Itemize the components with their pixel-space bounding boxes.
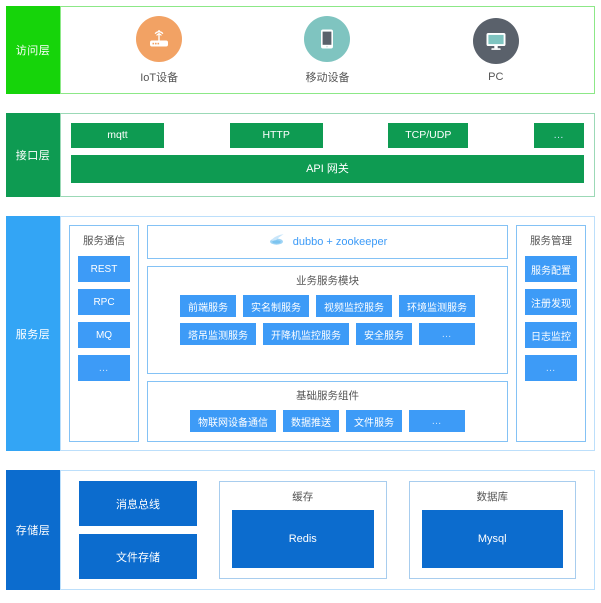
- service-communication-panel: 服务通信 REST RPC MQ …: [69, 225, 139, 442]
- service-layer-body: 服务通信 REST RPC MQ … dubbo + zookee: [60, 216, 595, 451]
- mobile-phone-icon: [304, 15, 351, 62]
- business-row-1: 前端服务 实名制服务 视频监控服务 环境监测服务: [156, 295, 499, 317]
- access-layer-label: 访问层: [6, 6, 60, 94]
- router-icon: [136, 15, 183, 62]
- storage-file-storage[interactable]: 文件存储: [79, 534, 197, 579]
- device-pc[interactable]: PC: [441, 17, 551, 83]
- device-iot-label: IoT设备: [140, 71, 179, 84]
- biz-video-monitor-service[interactable]: 视频监控服务: [316, 295, 392, 317]
- protocol-mqtt[interactable]: mqtt: [71, 123, 164, 148]
- interface-layer: 接口层 mqtt HTTP TCP/UDP … API 网关: [6, 113, 595, 197]
- foundation-more[interactable]: …: [409, 410, 465, 432]
- service-communication-title: 服务通信: [83, 235, 125, 247]
- protocol-row: mqtt HTTP TCP/UDP …: [71, 123, 584, 148]
- storage-mysql[interactable]: Mysql: [421, 510, 563, 568]
- device-iot[interactable]: IoT设备: [104, 15, 214, 85]
- api-gateway-bar[interactable]: API 网关: [71, 155, 584, 183]
- comm-item-rpc[interactable]: RPC: [78, 289, 130, 315]
- business-module-title: 业务服务模块: [296, 275, 359, 287]
- comm-item-more[interactable]: …: [78, 355, 130, 381]
- biz-hoist-monitor-service[interactable]: 开降机监控服务: [263, 323, 349, 345]
- storage-message-bus[interactable]: 消息总线: [79, 481, 197, 526]
- biz-frontend-service[interactable]: 前端服务: [180, 295, 236, 317]
- storage-cache-group: 缓存 Redis: [219, 481, 387, 579]
- mgmt-log-monitor[interactable]: 日志监控: [525, 322, 577, 348]
- foundation-file-service[interactable]: 文件服务: [346, 410, 402, 432]
- comm-item-rest[interactable]: REST: [78, 256, 130, 282]
- business-service-module: 业务服务模块 前端服务 实名制服务 视频监控服务 环境监测服务 塔吊监测服务 开…: [147, 266, 508, 374]
- storage-layer: 存储层 消息总线 文件存储 缓存 Redis 数据库 Mysql: [6, 470, 595, 590]
- business-row-2: 塔吊监测服务 开降机监控服务 安全服务 …: [156, 323, 499, 345]
- device-mobile[interactable]: 移动设备: [272, 15, 382, 85]
- foundation-iot-communication[interactable]: 物联网设备通信: [190, 410, 276, 432]
- protocol-more[interactable]: …: [533, 123, 584, 148]
- interface-layer-label: 接口层: [6, 113, 60, 197]
- service-management-title: 服务管理: [530, 235, 572, 247]
- foundation-row: 物联网设备通信 数据推送 文件服务 …: [156, 410, 499, 432]
- storage-database-title: 数据库: [476, 491, 509, 503]
- storage-database-group: 数据库 Mysql: [408, 481, 576, 579]
- dubbo-icon: [268, 233, 286, 252]
- foundation-title: 基础服务组件: [296, 390, 359, 402]
- storage-layer-label: 存储层: [6, 470, 60, 590]
- mgmt-more[interactable]: …: [525, 355, 577, 381]
- foundation-data-push[interactable]: 数据推送: [283, 410, 339, 432]
- storage-cache-title: 缓存: [292, 491, 314, 503]
- access-layer: 访问层 IoT设备: [6, 6, 595, 94]
- storage-stack-column: 消息总线 文件存储: [79, 481, 197, 579]
- biz-tower-crane-service[interactable]: 塔吊监测服务: [180, 323, 256, 345]
- storage-redis[interactable]: Redis: [232, 510, 374, 568]
- comm-item-mq[interactable]: MQ: [78, 322, 130, 348]
- mgmt-registry-discovery[interactable]: 注册发现: [525, 289, 577, 315]
- protocol-http[interactable]: HTTP: [229, 123, 323, 148]
- device-mobile-label: 移动设备: [305, 71, 350, 84]
- service-management-panel: 服务管理 服务配置 注册发现 日志监控 …: [516, 225, 586, 442]
- device-pc-label: PC: [488, 70, 504, 83]
- registry-bar[interactable]: dubbo + zookeeper: [147, 225, 508, 259]
- biz-more[interactable]: …: [419, 323, 475, 345]
- registry-label: dubbo + zookeeper: [292, 236, 388, 248]
- mgmt-service-config[interactable]: 服务配置: [525, 256, 577, 282]
- desktop-monitor-icon: [472, 17, 519, 64]
- service-layer-label: 服务层: [6, 216, 60, 451]
- foundation-service-components: 基础服务组件 物联网设备通信 数据推送 文件服务 …: [147, 381, 508, 442]
- biz-environment-monitor-service[interactable]: 环境监测服务: [399, 295, 475, 317]
- biz-security-service[interactable]: 安全服务: [356, 323, 412, 345]
- service-center-column: dubbo + zookeeper 业务服务模块 前端服务 实名制服务 视频监控…: [147, 225, 508, 442]
- protocol-tcp-udp[interactable]: TCP/UDP: [388, 123, 469, 148]
- interface-layer-body: mqtt HTTP TCP/UDP … API 网关: [60, 113, 595, 197]
- storage-layer-body: 消息总线 文件存储 缓存 Redis 数据库 Mysql: [60, 470, 595, 590]
- service-layer: 服务层 服务通信 REST RPC MQ …: [6, 216, 595, 451]
- access-layer-body: IoT设备 移动设备: [60, 6, 595, 94]
- biz-realname-service[interactable]: 实名制服务: [243, 295, 309, 317]
